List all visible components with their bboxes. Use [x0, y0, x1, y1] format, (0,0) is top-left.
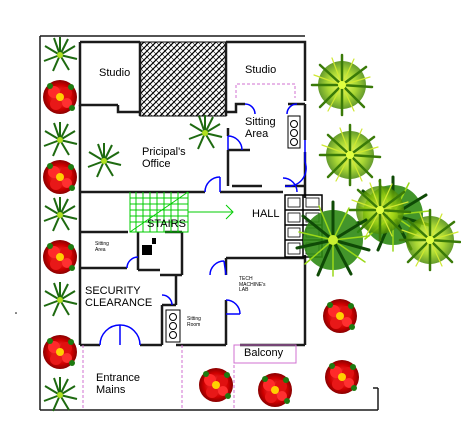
label-balcony: Balcony [244, 347, 284, 359]
doors [99, 103, 307, 346]
label-sitting-area-small: Sitting Area [95, 241, 109, 253]
dashed-guides [82, 83, 296, 408]
label-sitting-room: Sitting Room [187, 316, 201, 328]
label-studio-left: Studio [99, 67, 131, 79]
sofa-ornaments [165, 115, 301, 343]
balcony-outline [233, 344, 297, 364]
label-entrance: Entrance Mains [96, 372, 141, 397]
marker-dot [15, 312, 17, 314]
label-principal-office: Pricipal's Office [142, 146, 186, 171]
right-garden [295, 53, 461, 278]
label-sitting-area: Sitting Area [245, 116, 276, 141]
left-garden [43, 36, 78, 412]
label-stairs: STAIRS [147, 218, 186, 230]
label-security-clearance: SECURITY CLEARANCE [85, 285, 153, 310]
courtyard-hatch [139, 41, 227, 117]
stairs-treads [129, 191, 234, 233]
label-studio-right: Studio [245, 64, 277, 76]
label-tech-lab: TECH MACHINE's LAB [239, 276, 266, 293]
site-boundary [39, 35, 379, 411]
label-hall: HALL [252, 208, 280, 220]
fixture-block [142, 238, 156, 255]
